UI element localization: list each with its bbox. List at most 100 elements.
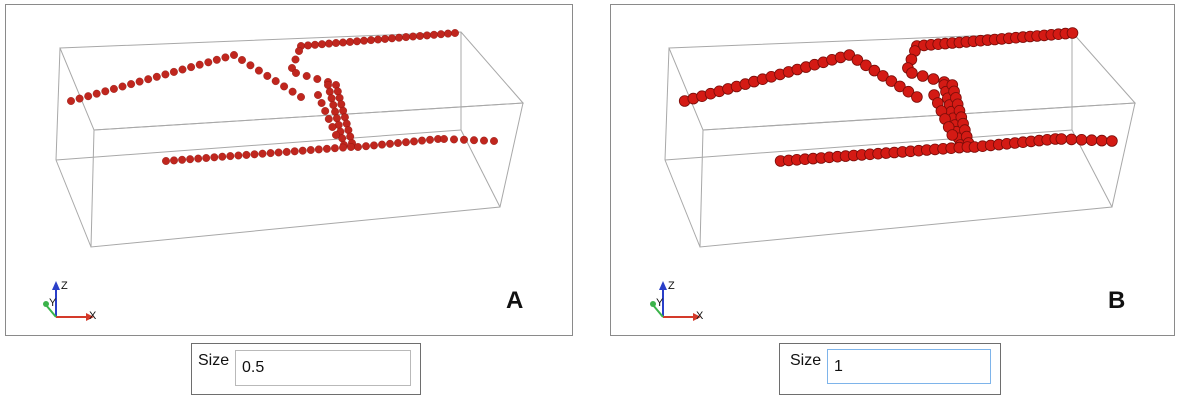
trajectory-point — [295, 47, 303, 55]
axis-x-arrow — [86, 313, 94, 321]
trajectory-point — [230, 51, 238, 59]
trajectory-point — [258, 149, 267, 158]
trajectory-point — [381, 34, 389, 43]
trajectory-point — [851, 54, 864, 66]
trajectory-point — [263, 71, 272, 80]
trajectory-point — [1055, 133, 1068, 145]
size-label-a: Size — [198, 352, 230, 369]
trajectory-point — [101, 87, 110, 96]
scene-a[interactable]: Z Y X — [6, 5, 574, 337]
trajectory-point — [210, 153, 219, 162]
trajectory-point — [470, 136, 478, 145]
trajectory-point — [339, 143, 347, 152]
trajectory-point — [254, 66, 263, 75]
trajectory-point — [317, 99, 326, 107]
trajectory-point — [92, 89, 101, 98]
trajectory-point — [378, 140, 386, 149]
trajectory-point — [395, 33, 403, 42]
trajectory-point — [266, 149, 275, 158]
trajectory-point — [362, 142, 370, 151]
trajectory-point — [440, 135, 448, 143]
trajectory-point — [444, 29, 452, 38]
trajectory-point — [311, 40, 319, 49]
trajectory-point — [75, 94, 84, 103]
trajectory-point — [226, 152, 235, 161]
axis-y-label: Y — [49, 297, 57, 309]
trajectory-point — [187, 63, 196, 72]
trajectory-point — [298, 146, 307, 155]
trajectory-point — [302, 72, 311, 80]
trajectory-point — [162, 157, 170, 165]
trajectory-point — [402, 138, 410, 147]
trajectory-point — [927, 73, 940, 85]
trajectory-point — [321, 107, 330, 115]
axis-x-label: X — [89, 310, 97, 322]
axis-x-arrow — [693, 313, 701, 321]
axis-triad-b: Z Y X — [650, 280, 704, 322]
panel-label-b: B — [1108, 287, 1126, 314]
trajectory-point — [437, 30, 445, 39]
trajectory-point — [221, 53, 230, 62]
trajectory-point — [877, 70, 889, 82]
trajectory-point — [324, 81, 332, 89]
trajectory-point — [902, 85, 915, 98]
trajectory-point — [204, 58, 213, 67]
trajectory-point — [290, 147, 299, 156]
axis-triad-a: Z Y X — [43, 280, 97, 322]
trajectory-point — [234, 151, 243, 160]
trajectory-point — [306, 146, 315, 154]
trajectory-point — [1075, 134, 1088, 146]
trajectory-points-a — [67, 29, 498, 165]
trajectory-point — [318, 40, 326, 49]
trajectory-point — [868, 64, 881, 77]
trajectory-point — [353, 37, 361, 46]
trajectory-point — [242, 150, 251, 159]
trajectory-points-b — [678, 27, 1118, 167]
trajectory-point — [238, 56, 246, 64]
size-control-b: Size — [779, 343, 1001, 395]
scene-b[interactable]: Z Y X — [611, 5, 1176, 337]
trajectory-point — [490, 137, 498, 145]
trajectory-point — [169, 67, 178, 76]
trajectory-point — [170, 156, 178, 165]
trajectory-point — [212, 55, 221, 64]
trajectory-point — [946, 129, 959, 141]
trajectory-point — [346, 37, 354, 46]
trajectory-point — [911, 91, 923, 103]
trajectory-point — [297, 93, 305, 101]
trajectory-point — [328, 123, 337, 131]
trajectory-point — [195, 60, 204, 69]
viewport-a[interactable]: Z Y X A — [5, 4, 573, 336]
trajectory-point — [885, 75, 898, 87]
trajectory-point — [314, 91, 322, 99]
axis-y-tip — [43, 301, 49, 307]
trajectory-point — [354, 143, 362, 151]
trajectory-point — [370, 141, 378, 150]
trajectory-point — [250, 150, 259, 159]
trajectory-point — [450, 135, 458, 144]
size-control-a: Size — [191, 343, 421, 395]
axis-y-line — [652, 304, 664, 318]
trajectory-point — [186, 155, 195, 164]
trajectory-point — [1065, 133, 1078, 146]
trajectory-point — [329, 101, 338, 109]
trajectory-point — [246, 61, 255, 70]
viewport-b[interactable]: Z Y X B — [610, 4, 1175, 336]
trajectory-point — [313, 75, 322, 83]
trajectory-point — [325, 87, 334, 96]
trajectory-point — [84, 92, 93, 101]
size-input-a[interactable] — [235, 350, 411, 386]
trajectory-point — [324, 115, 333, 123]
trajectory-point — [282, 147, 291, 156]
panel-label-a: A — [506, 287, 524, 314]
trajectory-point — [322, 144, 331, 153]
trajectory-point — [271, 77, 280, 86]
size-input-b[interactable] — [827, 349, 991, 384]
trajectory-point — [418, 136, 426, 145]
trajectory-point — [347, 143, 355, 151]
trajectory-point — [330, 144, 339, 153]
size-label-b: Size — [790, 352, 822, 369]
trajectory-point — [426, 135, 434, 144]
axis-z-arrow — [52, 281, 60, 290]
trajectory-point — [274, 148, 283, 157]
